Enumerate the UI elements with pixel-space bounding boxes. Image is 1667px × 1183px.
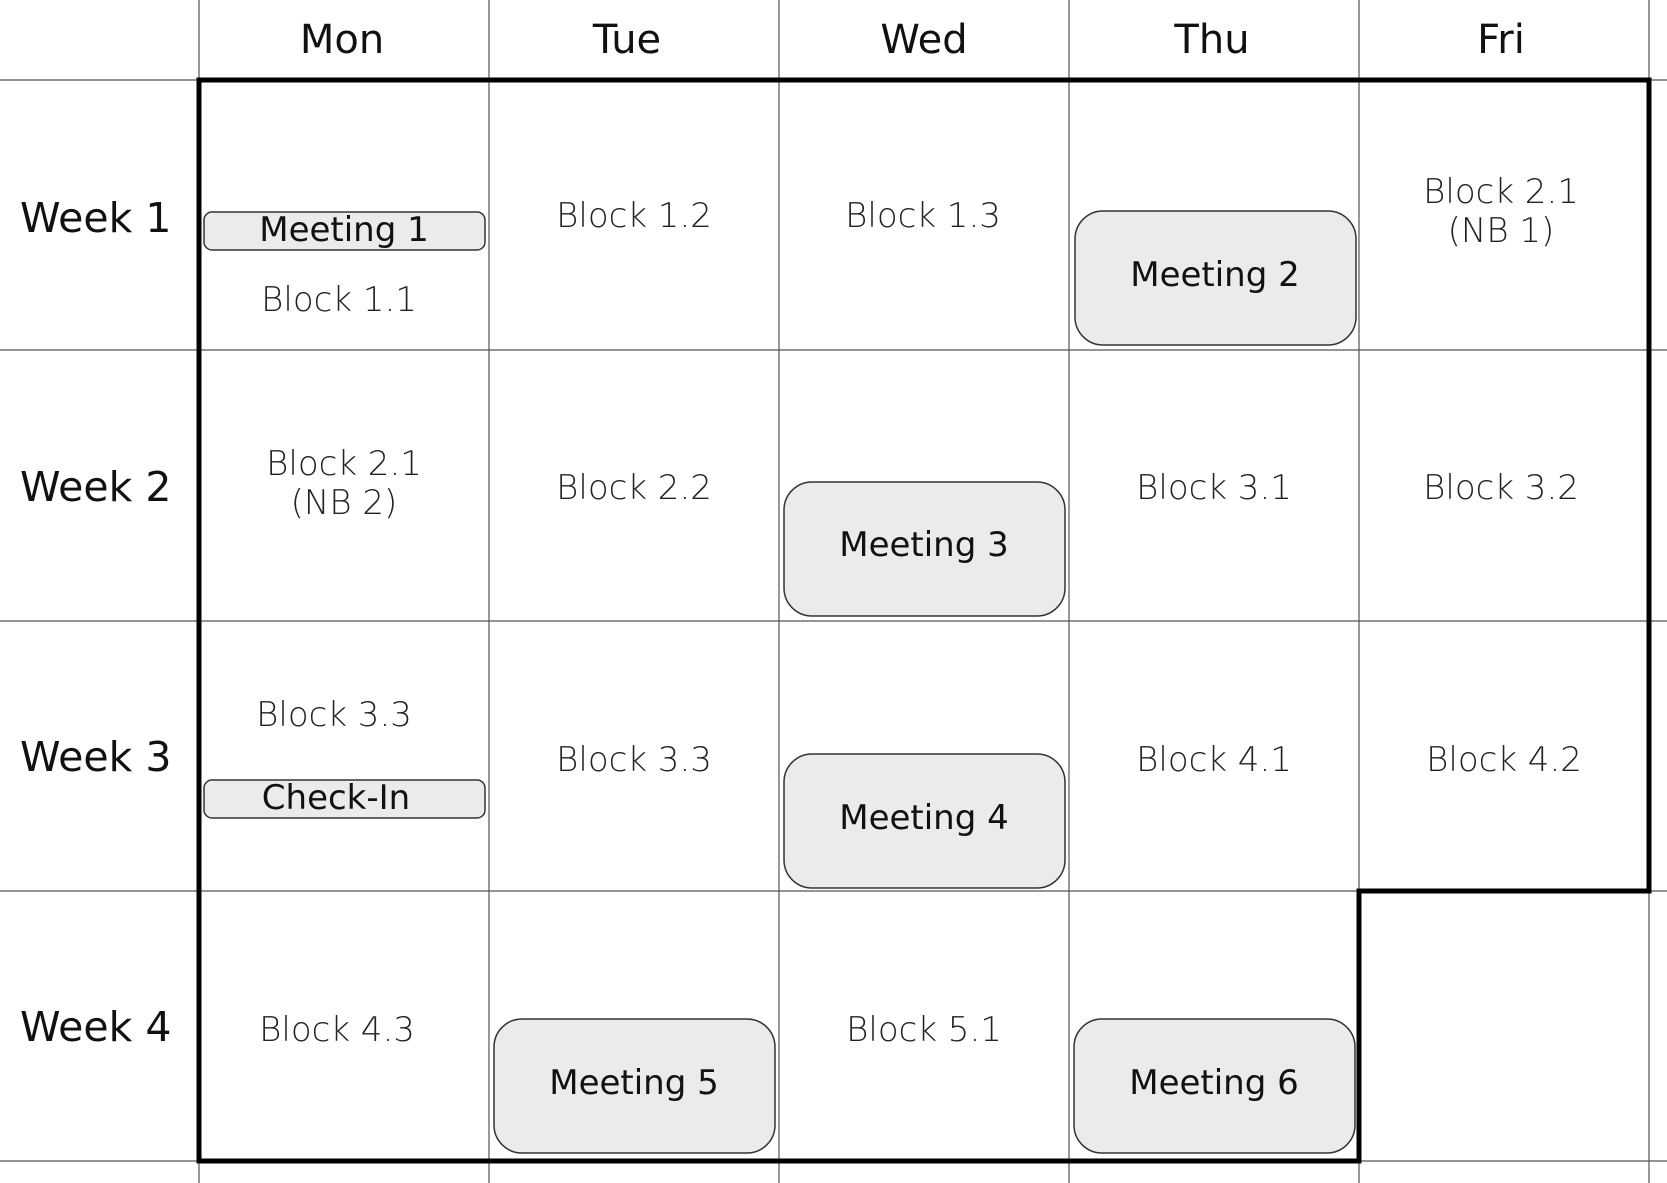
- meeting-6-label: Meeting 6: [1129, 1063, 1299, 1103]
- block-label: Block 1.1: [261, 280, 417, 320]
- meeting-3-box[interactable]: [783, 481, 1066, 617]
- meeting-5-label: Meeting 5: [549, 1063, 719, 1103]
- block-label: Block 5.1: [846, 1010, 1002, 1050]
- meeting-6-box[interactable]: [1073, 1018, 1356, 1154]
- check-in-label: Check-In: [262, 778, 410, 818]
- block-label: Block 3.3: [256, 695, 412, 735]
- block-label: Block 4.1: [1136, 740, 1292, 780]
- week-label-1: Week 1: [20, 194, 171, 242]
- week-3-row: Block 3.3 Check-In Block 3.3 Meeting 4 B…: [203, 695, 1582, 889]
- meeting-4-box[interactable]: [783, 753, 1066, 889]
- week-labels: Week 1 Week 2 Week 3 Week 4: [20, 194, 171, 1051]
- block-label-line1: Block 2.1: [266, 444, 422, 484]
- day-label-mon: Mon: [300, 17, 384, 63]
- block-label: Block 2.2: [556, 468, 712, 508]
- week-2-row: Block 2.1 (NB 2) Block 2.2 Meeting 3 Blo…: [266, 444, 1579, 617]
- block-label-line1: Block 2.1: [1423, 172, 1579, 212]
- meeting-2-label: Meeting 2: [1130, 255, 1300, 295]
- week-4-row: Block 4.3 Meeting 5 Block 5.1 Meeting 6: [259, 1010, 1356, 1154]
- meeting-4-label: Meeting 4: [839, 798, 1009, 838]
- block-label: Block 3.2: [1423, 468, 1579, 508]
- block-label-line2: (NB 1): [1448, 211, 1555, 251]
- meeting-1-box[interactable]: [203, 211, 486, 251]
- day-label-thu: Thu: [1173, 17, 1249, 63]
- day-headers: Mon Tue Wed Thu Fri: [300, 17, 1525, 63]
- day-label-tue: Tue: [592, 17, 661, 63]
- block-label: Block 4.2: [1426, 740, 1582, 780]
- block-label: Block 3.1: [1136, 468, 1292, 508]
- block-label: Block 1.3: [845, 196, 1001, 236]
- check-in-box[interactable]: [203, 779, 486, 819]
- block-label: Block 3.3: [556, 740, 712, 780]
- schedule-outline: [196, 77, 1652, 1164]
- block-label: Block 4.3: [259, 1010, 415, 1050]
- meeting-2-box[interactable]: [1074, 210, 1357, 346]
- meeting-5-box[interactable]: [493, 1018, 776, 1154]
- block-label-line2: (NB 2): [291, 483, 398, 523]
- week-label-3: Week 3: [20, 733, 171, 781]
- meeting-1-label: Meeting 1: [259, 210, 429, 250]
- day-label-wed: Wed: [880, 17, 967, 63]
- week-label-2: Week 2: [20, 463, 171, 511]
- meeting-3-label: Meeting 3: [839, 525, 1009, 565]
- week-1-row: Meeting 1 Block 1.1 Block 1.2 Block 1.3 …: [203, 172, 1579, 346]
- day-label-fri: Fri: [1477, 17, 1525, 63]
- block-label: Block 1.2: [556, 196, 712, 236]
- week-label-4: Week 4: [20, 1003, 171, 1051]
